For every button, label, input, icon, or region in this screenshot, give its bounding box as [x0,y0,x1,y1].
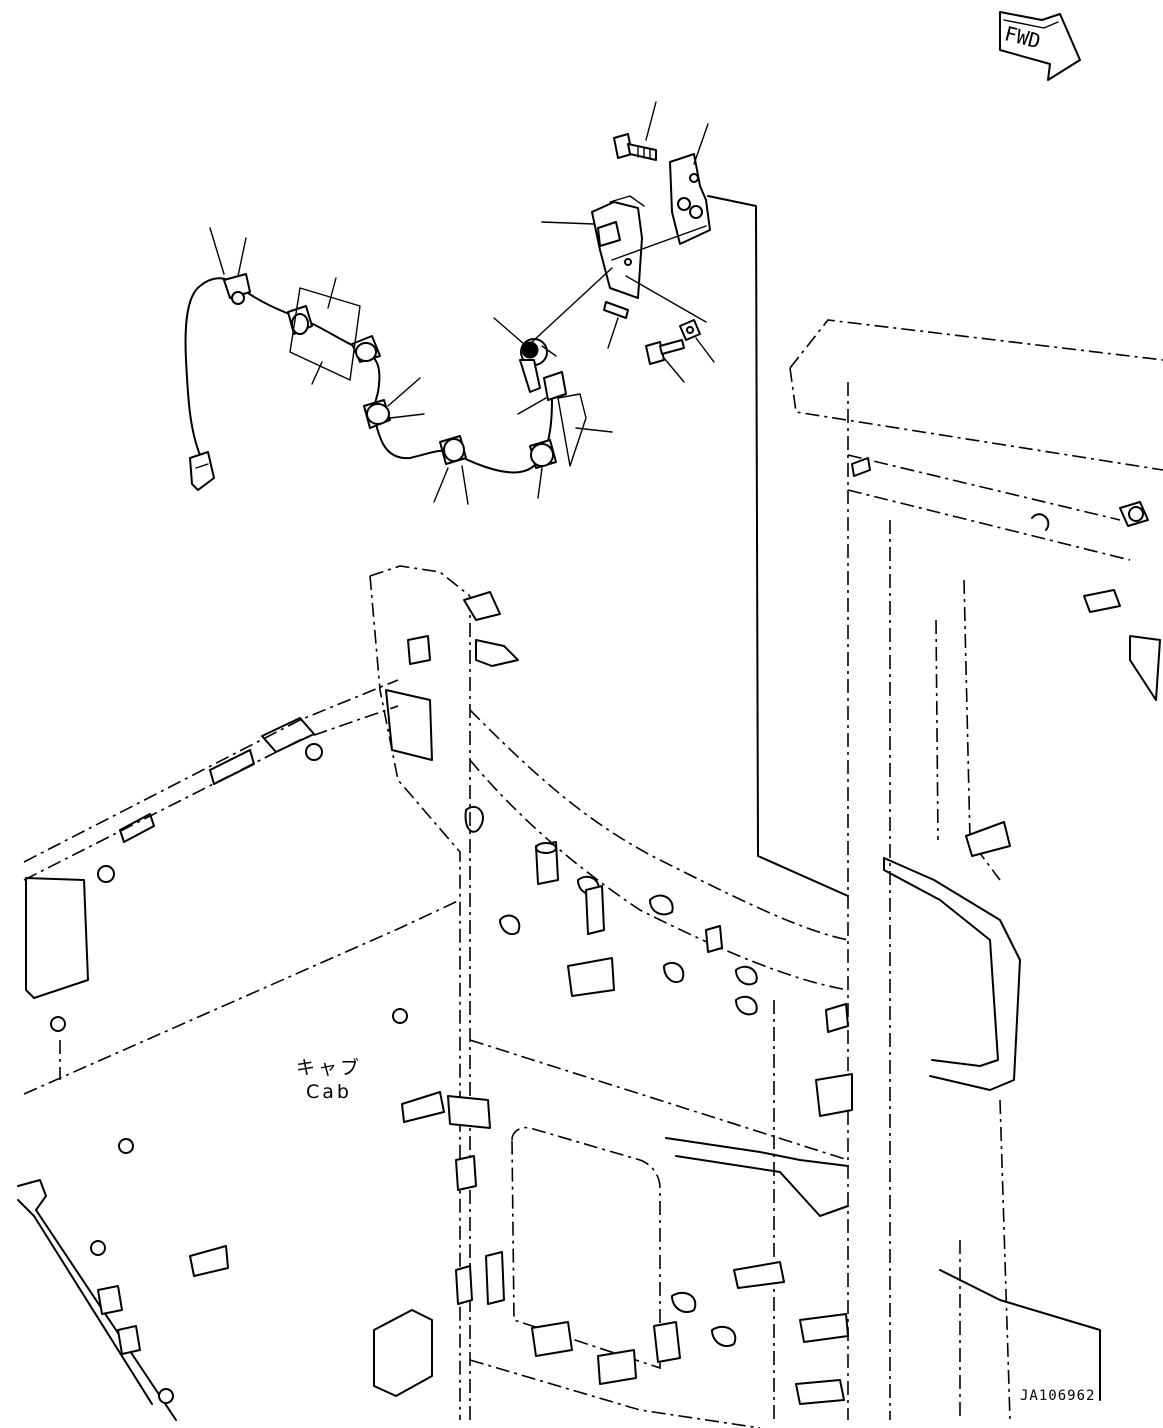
pin-icon [603,301,629,319]
cab-label-english: Cab [306,1081,352,1103]
plate-bracket-icon [669,153,711,245]
harness-clamp-icon [363,399,391,429]
bolt-icon [613,133,657,161]
harness-clamp-icon [439,435,467,465]
lamp-socket-icon [519,338,557,393]
harness-connector-icon [543,371,567,401]
harness-clamp-icon [529,439,557,469]
leader-lines [209,101,715,505]
reference-line [707,195,849,897]
bolt-icon [645,339,685,365]
fwd-arrow-icon: FWD [999,11,1081,81]
harness-clamp-icon [351,335,381,363]
lamp-bracket-icon [591,195,645,299]
harness-end-connector-icon [189,451,215,491]
harness-clamp-icon [223,273,251,305]
nut-icon [679,319,701,341]
drawing-code: JA106962 [1020,1388,1095,1404]
wiring-harness [184,273,587,491]
mounting-bracket-assembly [531,133,711,365]
cab-structure [17,319,1163,1428]
cab-label-japanese: キャブ [296,1056,362,1079]
harness-clamp-icon [287,305,313,335]
